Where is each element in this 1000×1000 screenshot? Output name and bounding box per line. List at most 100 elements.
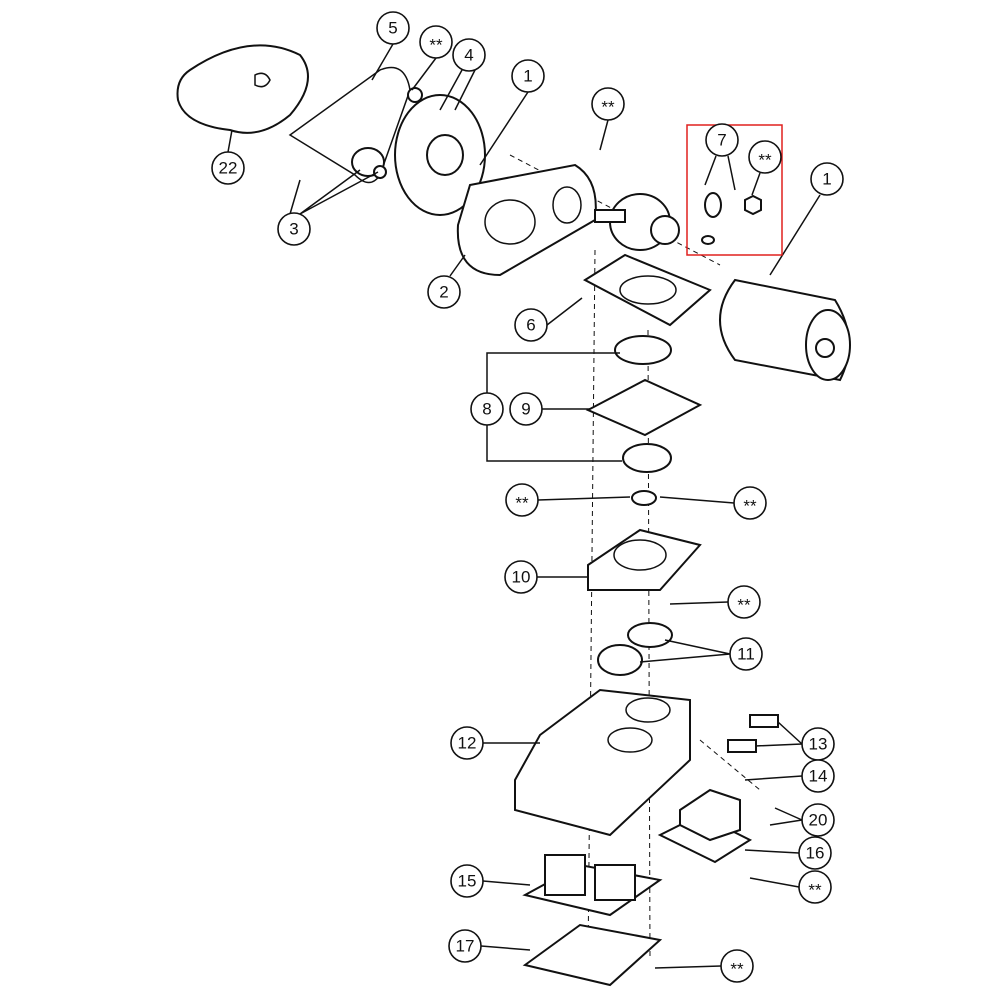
callout-label: 14 (809, 767, 828, 786)
callout-asterisk: ** (591, 87, 625, 121)
callout-label: 1 (523, 67, 532, 86)
callout-label: ** (601, 98, 615, 117)
callout-circle (720, 949, 754, 983)
callout-label: ** (515, 494, 529, 513)
callout-label: ** (808, 881, 822, 900)
callout-circle (801, 759, 835, 793)
part-4-pulley (394, 87, 486, 216)
part-15-valve-block (522, 854, 663, 917)
callout-6: 6 (514, 308, 548, 342)
callout-circle (450, 864, 484, 898)
part-8-9-diaphragm (585, 335, 703, 506)
callout-circle (452, 38, 486, 72)
callout-circle (211, 151, 245, 185)
callout-circle (748, 140, 782, 174)
callout-1: 1 (511, 59, 545, 93)
callout-1: 1 (810, 162, 844, 196)
callout-11: 11 (729, 637, 763, 671)
callout-circle (727, 585, 761, 619)
callout-circle (798, 836, 832, 870)
callout-label: ** (730, 960, 744, 979)
callout-10: 10 (504, 560, 538, 594)
callout-asterisk: ** (798, 870, 832, 904)
callout-circle (448, 929, 482, 963)
callout-label: 11 (737, 645, 755, 664)
part-17-base-plate (522, 923, 663, 987)
callout-22: 22 (211, 151, 245, 185)
callout-circle (509, 392, 543, 426)
part-14-16-valve-cover (657, 788, 753, 864)
part-2-gear-plate (456, 163, 597, 277)
callout-asterisk: ** (720, 949, 754, 983)
callout-label: 13 (809, 735, 828, 754)
callout-circle (705, 123, 739, 157)
callout-label: 2 (439, 283, 448, 302)
callout-label: 15 (458, 872, 477, 891)
callout-circle (511, 59, 545, 93)
callout-label: 5 (388, 19, 397, 38)
callout-circle (810, 162, 844, 196)
callout-7: 7 (705, 123, 739, 157)
callout-14: 14 (801, 759, 835, 793)
callout-label: 16 (806, 844, 825, 863)
callout-16: 16 (798, 836, 832, 870)
part-11-valves (597, 622, 673, 676)
callout-label: 10 (512, 568, 531, 587)
callout-label: 1 (822, 170, 831, 189)
callout-label: 3 (289, 220, 298, 239)
callout-circle (801, 803, 835, 837)
part-6-bearing-block (582, 193, 712, 327)
callout-17: 17 (448, 929, 482, 963)
part-7-terminal (701, 192, 762, 245)
part-10-housing (587, 528, 702, 591)
leader-lines (227, 43, 821, 969)
callout-label: ** (429, 36, 443, 55)
callout-label: 7 (717, 131, 726, 150)
callout-15: 15 (450, 864, 484, 898)
callout-3: 3 (277, 212, 311, 246)
callout-label: 12 (458, 734, 477, 753)
callout-5: 5 (376, 11, 410, 45)
callout-13: 13 (801, 727, 835, 761)
callout-label: ** (743, 497, 757, 516)
part-3-small-pulley (351, 147, 387, 179)
callout-circle (504, 560, 538, 594)
callout-label: 4 (464, 46, 473, 65)
callout-label: 8 (482, 400, 491, 419)
callout-label: 20 (809, 811, 828, 830)
callout-label: 6 (526, 316, 535, 335)
callout-asterisk: ** (419, 25, 453, 59)
part-13-fittings (727, 714, 779, 753)
callout-2: 2 (427, 275, 461, 309)
callout-12: 12 (450, 726, 484, 760)
callout-circle (733, 486, 767, 520)
callout-circle (450, 726, 484, 760)
callout-label: 9 (521, 400, 530, 419)
callout-asterisk: ** (748, 140, 782, 174)
callout-circle (277, 212, 311, 246)
callout-label: ** (737, 596, 751, 615)
callout-4: 4 (452, 38, 486, 72)
callout-circle (798, 870, 832, 904)
part-12-pump-body (514, 688, 691, 837)
callout-asterisk: ** (733, 486, 767, 520)
callout-circle (376, 11, 410, 45)
callout-circle (514, 308, 548, 342)
callout-circle (427, 275, 461, 309)
callout-asterisk: ** (727, 585, 761, 619)
callout-label: 17 (456, 937, 475, 956)
callout-8: 8 (470, 392, 504, 426)
callout-label: ** (758, 151, 772, 170)
callout-asterisk: ** (505, 483, 539, 517)
callout-9: 9 (509, 392, 543, 426)
callout-circle (419, 25, 453, 59)
callout-circle (729, 637, 763, 671)
callout-circle (470, 392, 504, 426)
callouts: 5 ** 4 1 ** 7 ** 1 22 3 2 6 8 9 ** ** 10 ** 11 12 13 14 20 16 **… (211, 11, 844, 983)
part-1-motor (719, 278, 851, 382)
callout-20: 20 (801, 803, 835, 837)
part-22-belt-cover (176, 44, 309, 134)
callout-circle (591, 87, 625, 121)
